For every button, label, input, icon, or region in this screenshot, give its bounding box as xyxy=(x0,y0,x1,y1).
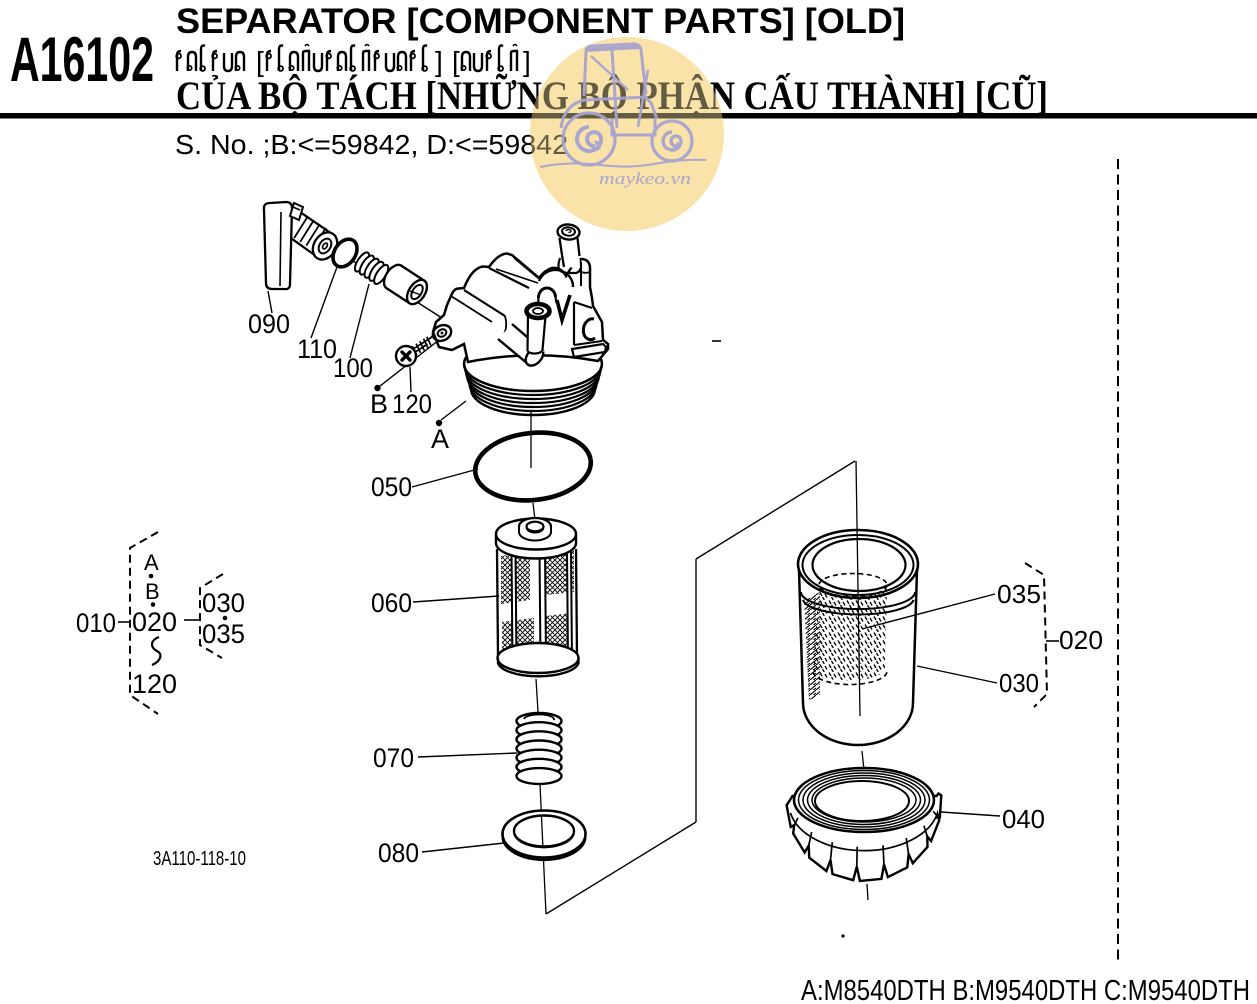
svg-text:A:M8540DTH B:M9540DTH C:M9540D: A:M8540DTH B:M9540DTH C:M9540DTH xyxy=(801,975,1250,1004)
svg-text:035: 035 xyxy=(202,619,245,649)
svg-text:[: [ xyxy=(256,46,264,77)
svg-text:080: 080 xyxy=(378,838,419,868)
svg-text:B: B xyxy=(370,389,388,419)
svg-text:[: [ xyxy=(452,46,460,77)
svg-text:120: 120 xyxy=(392,389,432,419)
svg-text:]: ] xyxy=(523,46,531,77)
svg-text:110: 110 xyxy=(297,334,337,364)
svg-text:020: 020 xyxy=(132,607,177,637)
svg-text:040: 040 xyxy=(1002,804,1045,834)
svg-text:020: 020 xyxy=(1059,625,1103,655)
svg-text:030: 030 xyxy=(999,668,1039,698)
svg-text:SEPARATOR [COMPONENT PARTS] [O: SEPARATOR [COMPONENT PARTS] [OLD] xyxy=(176,2,905,41)
svg-text:A: A xyxy=(431,424,449,454)
svg-text:100: 100 xyxy=(333,353,373,383)
svg-text:A16102: A16102 xyxy=(10,25,154,95)
svg-text:010: 010 xyxy=(76,608,116,638)
svg-text:S. No. ;B:<=59842, D:<=59842: S. No. ;B:<=59842, D:<=59842 xyxy=(175,129,568,160)
svg-text:maykeo.vn: maykeo.vn xyxy=(599,169,691,188)
svg-text:B: B xyxy=(145,579,160,604)
svg-text:030: 030 xyxy=(202,588,245,618)
svg-text:050: 050 xyxy=(371,472,412,502)
svg-text:]: ] xyxy=(435,46,443,77)
svg-text:090: 090 xyxy=(248,309,290,339)
svg-text:060: 060 xyxy=(371,588,412,618)
svg-text:120: 120 xyxy=(132,669,177,699)
svg-text:035: 035 xyxy=(997,579,1041,609)
svg-text:070: 070 xyxy=(373,743,414,773)
svg-text:A: A xyxy=(144,550,159,575)
svg-text:3A110-118-10: 3A110-118-10 xyxy=(153,848,246,870)
